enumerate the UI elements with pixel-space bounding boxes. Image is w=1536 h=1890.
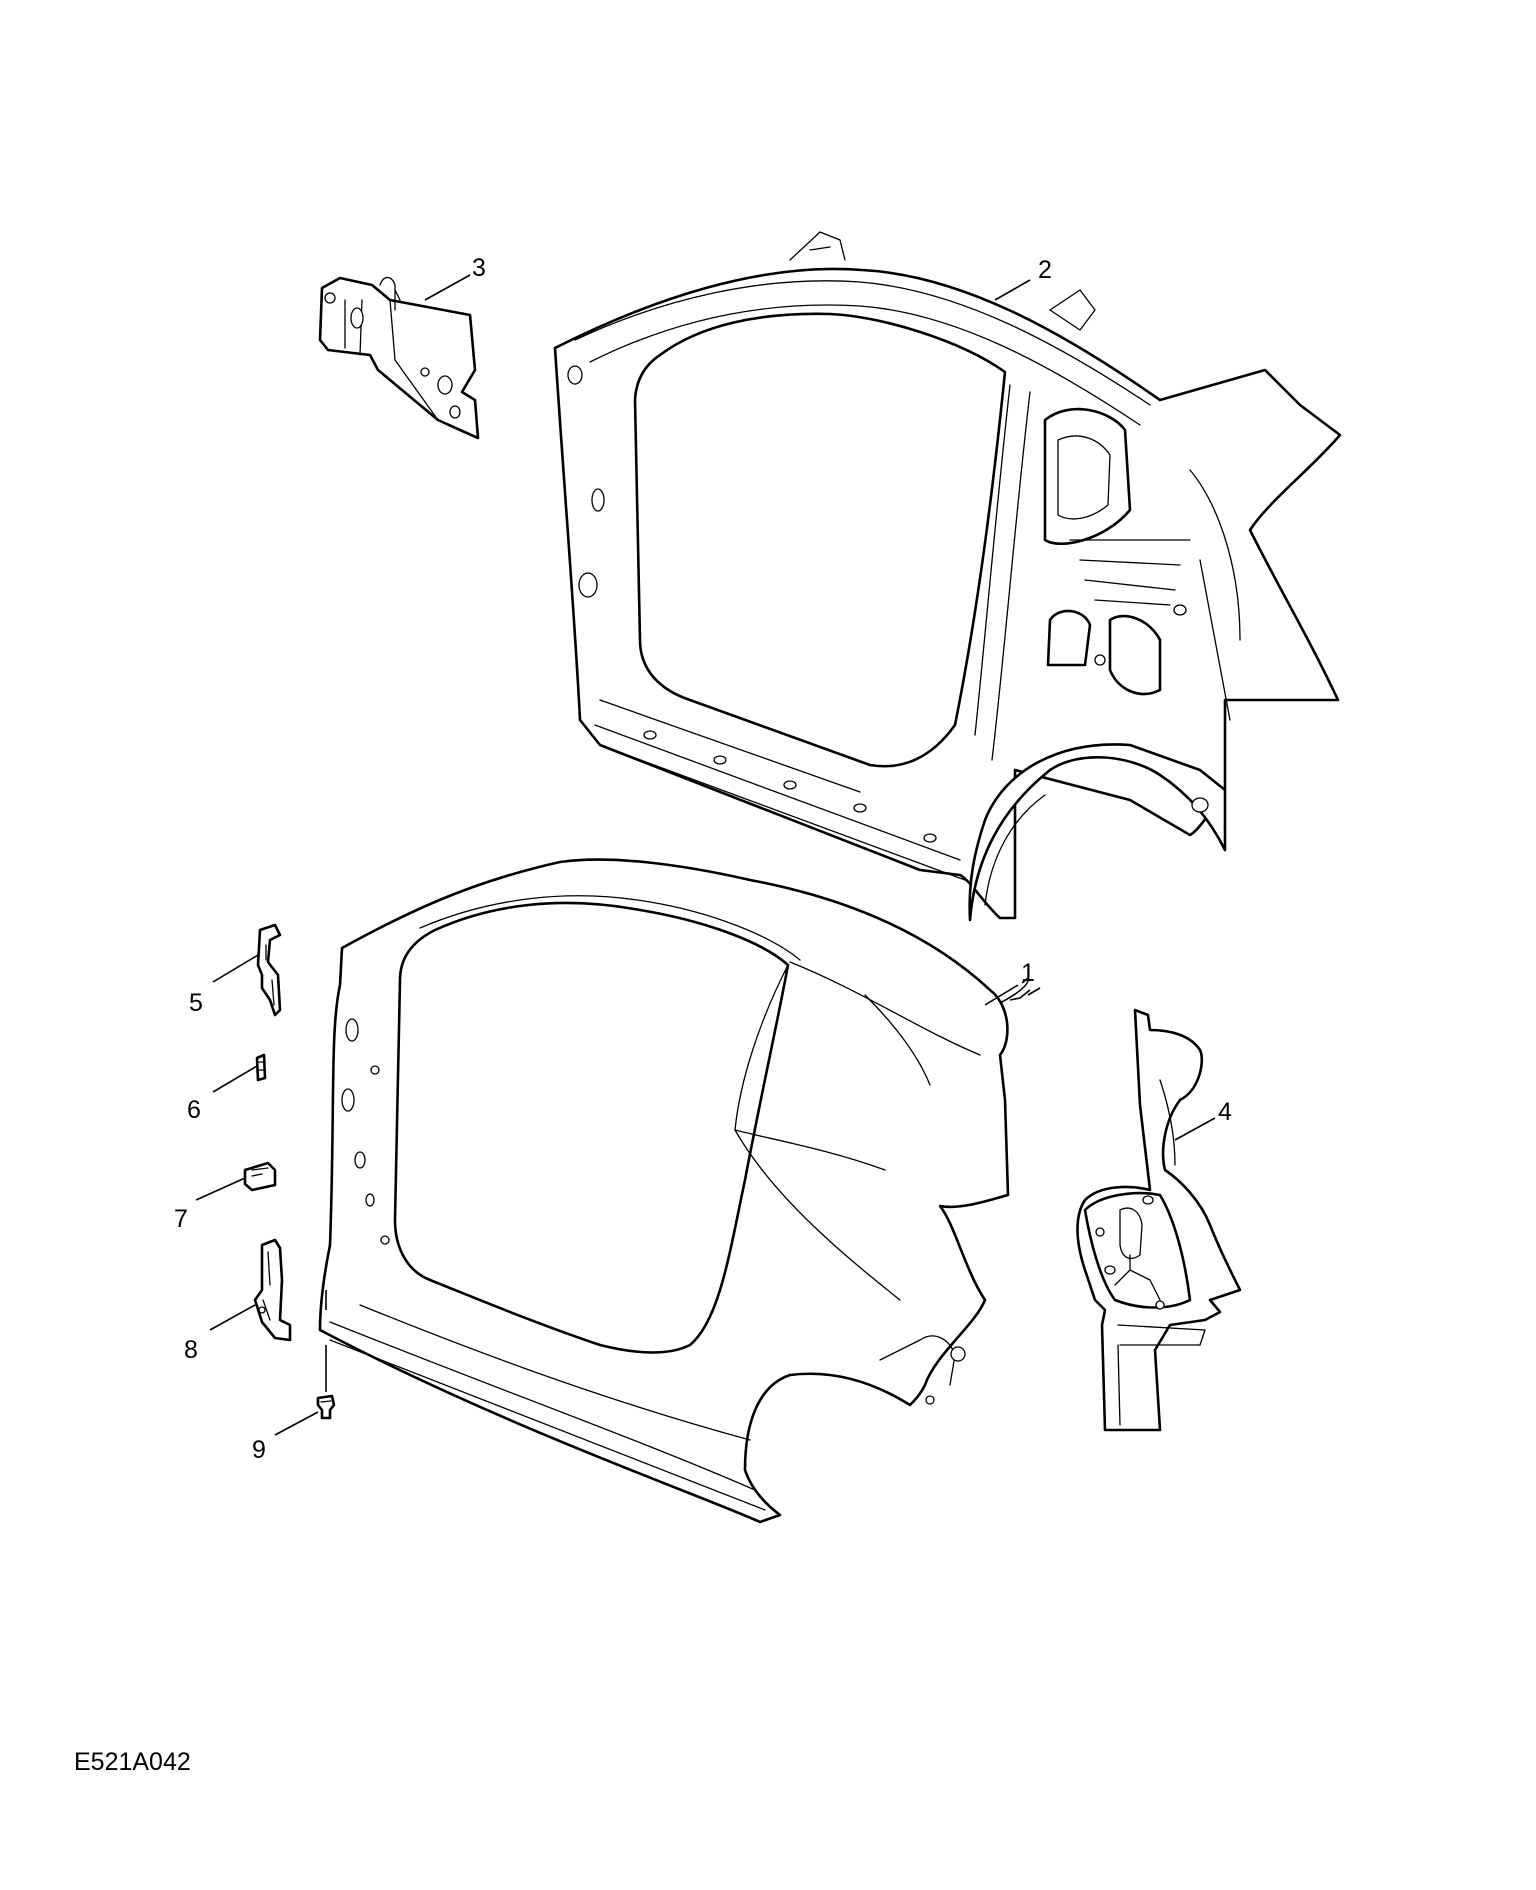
part-6-clip [255,1053,267,1082]
callout-labels: 1 2 3 4 5 6 7 8 9 [174,254,1232,1464]
part-5-bracket [256,923,282,1017]
callout-9: 9 [252,1436,266,1464]
callout-5: 5 [189,989,203,1017]
part-9-fastener [316,1290,336,1420]
part-7-bracket [243,1161,277,1192]
drawing-reference-code: E521A042 [74,1748,191,1776]
part-1-outer-side-panel [318,858,1010,1524]
callout-8: 8 [184,1336,198,1364]
leader-lines [195,274,1216,1436]
callout-1: 1 [1021,959,1035,987]
callout-6: 6 [187,1096,201,1124]
callout-7: 7 [174,1205,188,1233]
part-2-inner-side-panel [553,231,1342,922]
part-2-holes [567,365,1209,843]
part-4-rear-wheelhouse-inner [1076,1008,1242,1432]
part-3-hinge-bracket [318,276,480,440]
callout-2: 2 [1038,256,1052,284]
callout-4: 4 [1218,1098,1232,1126]
callout-3: 3 [472,254,486,282]
part-8-bracket [253,1238,292,1342]
